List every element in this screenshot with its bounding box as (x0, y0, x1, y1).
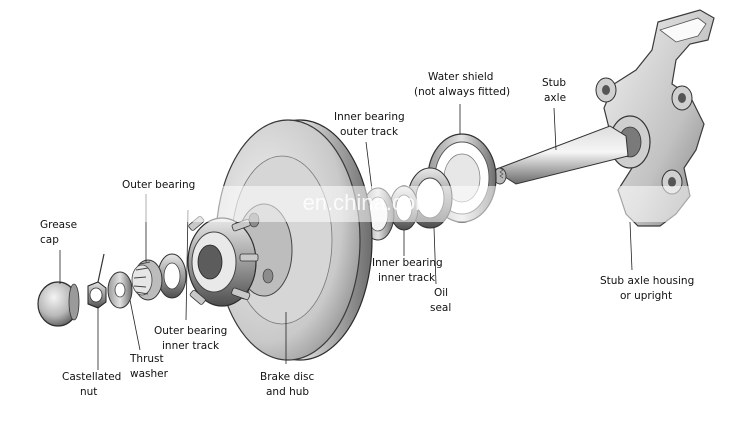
thrust-washer-part (107, 271, 133, 309)
watermark-text: en.china.com (303, 190, 434, 215)
label-castellated-nut: Castellated nut (62, 371, 125, 398)
outer-bearing-part (131, 259, 163, 301)
grease-cap-part (37, 281, 80, 327)
label-brake-disc: Brake disc and hub (260, 371, 318, 398)
label-inner-bearing-inner-track: Inner bearing inner track (372, 257, 446, 284)
label-thrust-washer: Thrust washer (129, 353, 169, 380)
watermark-band (0, 186, 750, 222)
castellated-nut-part (87, 253, 107, 309)
label-oil-seal: Oil seal (430, 287, 451, 314)
label-stub-axle-housing: Stub axle housing or upright (600, 275, 698, 302)
label-outer-bearing: Outer bearing (122, 179, 195, 191)
stub-axle-part (492, 125, 629, 185)
label-inner-bearing-outer-track: Inner bearing outer track (334, 111, 408, 138)
label-grease-cap: Grease cap (40, 219, 80, 246)
label-stub-axle: Stub axle (542, 77, 569, 104)
label-water-shield: Water shield (not always fitted) (414, 71, 510, 98)
label-outer-bearing-inner-track: Outer bearing inner track (154, 325, 231, 352)
outer-bearing-inner-track-part (157, 253, 187, 299)
brake-disc-part (187, 119, 373, 361)
